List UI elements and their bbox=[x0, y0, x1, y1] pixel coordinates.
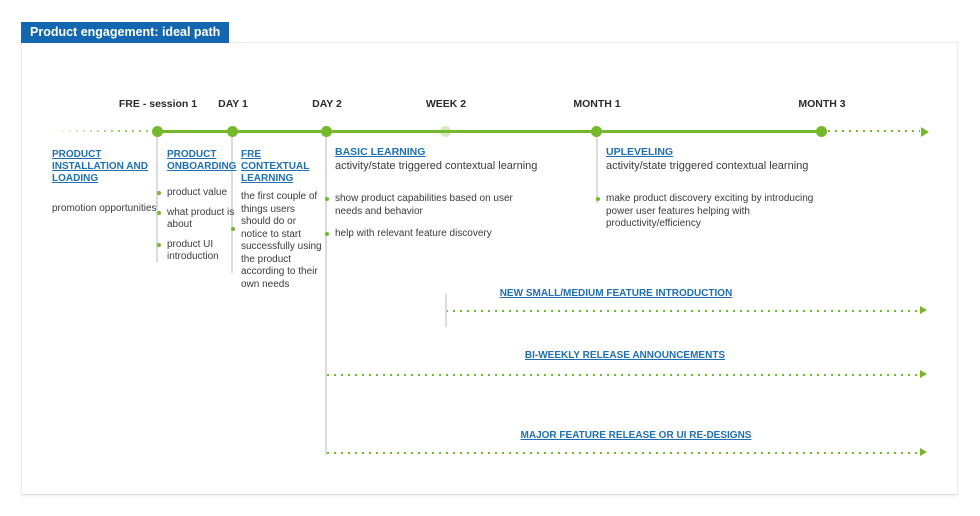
track-dotted-line-biweekly-announcements bbox=[327, 374, 920, 376]
connector-line-week-2 bbox=[445, 294, 447, 327]
stage-product-installation: PRODUCT INSTALLATION AND LOADING promoti… bbox=[52, 149, 157, 216]
stage-upleveling: UPLEVELING activity/state triggered cont… bbox=[596, 146, 836, 241]
bullet-item: make product discovery exciting by intro… bbox=[596, 193, 818, 231]
stage-heading-upleveling[interactable]: UPLEVELING bbox=[606, 146, 674, 158]
upleveling-bullet-list: make product discovery exciting by intro… bbox=[596, 193, 818, 231]
bullet-item: the first couple of things users should … bbox=[231, 191, 325, 291]
page-title: Product engagement: ideal path bbox=[21, 22, 230, 43]
bullet-item: what product is about bbox=[157, 207, 237, 232]
track-dotted-line-major-feature-release bbox=[327, 452, 920, 454]
connector-line-month-1 bbox=[596, 137, 598, 203]
bullet-item: help with relevant feature discovery bbox=[325, 228, 535, 241]
timeline-label-fre-session-1: FRE - session 1 bbox=[118, 98, 198, 110]
fre-contextual-bullet-list: the first couple of things users should … bbox=[231, 191, 325, 291]
track-label-new-feature-introduction[interactable]: NEW SMALL/MEDIUM FEATURE INTRODUCTION bbox=[499, 288, 733, 299]
stage-basic-learning: BASIC LEARNING activity/state triggered … bbox=[325, 146, 550, 251]
bullet-item: product value bbox=[157, 187, 237, 200]
stage-subtitle-basic-learning: activity/state triggered contextual lear… bbox=[335, 160, 538, 172]
basic-learning-bullet-list: show product capabilities based on user … bbox=[325, 193, 535, 241]
timeline-lead-dotted-line bbox=[48, 130, 154, 132]
timeline-label-month-1: MONTH 1 bbox=[573, 98, 621, 110]
timeline-trailing-dotted-line bbox=[828, 130, 920, 132]
timeline-dot-fre-session-1 bbox=[152, 126, 163, 137]
timeline-label-week-2: WEEK 2 bbox=[425, 98, 467, 110]
stage-subtitle-upleveling: activity/state triggered contextual lear… bbox=[606, 160, 809, 172]
track-arrow-icon-biweekly-announcements bbox=[920, 370, 927, 378]
timeline-label-month-3: MONTH 3 bbox=[798, 98, 846, 110]
timeline-dot-day-1 bbox=[227, 126, 238, 137]
connector-line-day-2 bbox=[325, 137, 327, 455]
bullet-item: product UI introduction bbox=[157, 239, 237, 264]
connector-line-fre-session-1 bbox=[156, 137, 158, 262]
bullet-item: show product capabilities based on user … bbox=[325, 193, 535, 218]
track-label-biweekly-announcements[interactable]: BI-WEEKLY RELEASE ANNOUNCEMENTS bbox=[524, 350, 726, 361]
stage-heading-product-installation[interactable]: PRODUCT INSTALLATION AND LOADING bbox=[52, 149, 148, 184]
onboarding-bullet-list: product value what product is about prod… bbox=[157, 187, 237, 264]
track-dotted-line-new-feature-introduction bbox=[446, 310, 920, 312]
stage-heading-basic-learning[interactable]: BASIC LEARNING bbox=[335, 146, 426, 158]
timeline-dot-month-3 bbox=[816, 126, 827, 137]
timeline-dot-day-2 bbox=[321, 126, 332, 137]
timeline-line bbox=[158, 130, 822, 133]
stage-heading-fre-contextual-learning[interactable]: FRE CONTEXTUAL LEARNING bbox=[241, 149, 310, 184]
timeline-label-day-1: DAY 1 bbox=[218, 98, 248, 110]
diagram-canvas bbox=[21, 42, 958, 495]
connector-line-day-1 bbox=[231, 137, 233, 273]
timeline-arrow-icon bbox=[921, 127, 929, 137]
track-arrow-icon-new-feature-introduction bbox=[920, 306, 927, 314]
track-label-major-feature-release[interactable]: MAJOR FEATURE RELEASE OR UI RE-DESIGNS bbox=[520, 430, 752, 441]
track-arrow-icon-major-feature-release bbox=[920, 448, 927, 456]
timeline-label-day-2: DAY 2 bbox=[312, 98, 342, 110]
timeline-dot-month-1 bbox=[591, 126, 602, 137]
stage-fre-contextual-learning: FRE CONTEXTUAL LEARNING the first couple… bbox=[231, 149, 325, 298]
stage-note-promotion-opportunities: promotion opportunities bbox=[52, 203, 157, 214]
stage-heading-product-onboarding[interactable]: PRODUCT ONBOARDING bbox=[167, 149, 237, 172]
stage-product-onboarding: PRODUCT ONBOARDING product value what pr… bbox=[157, 149, 237, 271]
